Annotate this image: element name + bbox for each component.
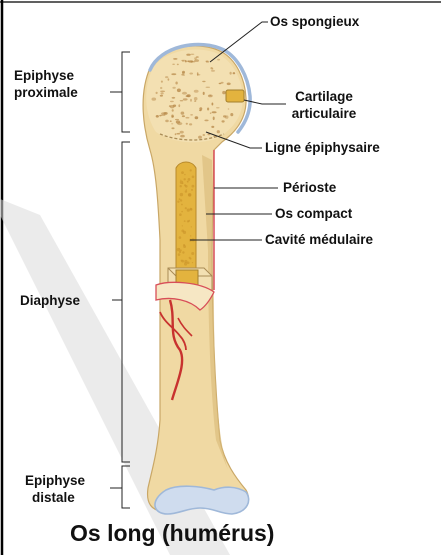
label-perioste: Périoste	[283, 179, 336, 196]
label-cartilage-articulaire-line1: Cartilage	[288, 88, 360, 105]
label-os-spongieux: Os spongieux	[270, 13, 359, 30]
label-epiphyse-proximale-line2: proximale	[14, 84, 78, 101]
label-epiphyse-proximale-line1: Epiphyse	[14, 67, 74, 84]
label-cavite-medulaire: Cavité médulaire	[265, 231, 373, 248]
label-epiphyse-distale-line2: distale	[32, 489, 75, 506]
bracket-epiphyse-proximale	[122, 52, 130, 132]
label-ligne-epiphysaire: Ligne épiphysaire	[265, 139, 380, 156]
label-cartilage-articulaire-line2: articulaire	[280, 105, 368, 122]
label-os-compact: Os compact	[275, 205, 352, 222]
label-epiphyse-distale-line1: Epiphyse	[25, 472, 85, 489]
label-diaphyse: Diaphyse	[20, 292, 80, 309]
figure-title: Os long (humérus)	[70, 520, 274, 547]
cartilage-notch	[226, 90, 244, 102]
